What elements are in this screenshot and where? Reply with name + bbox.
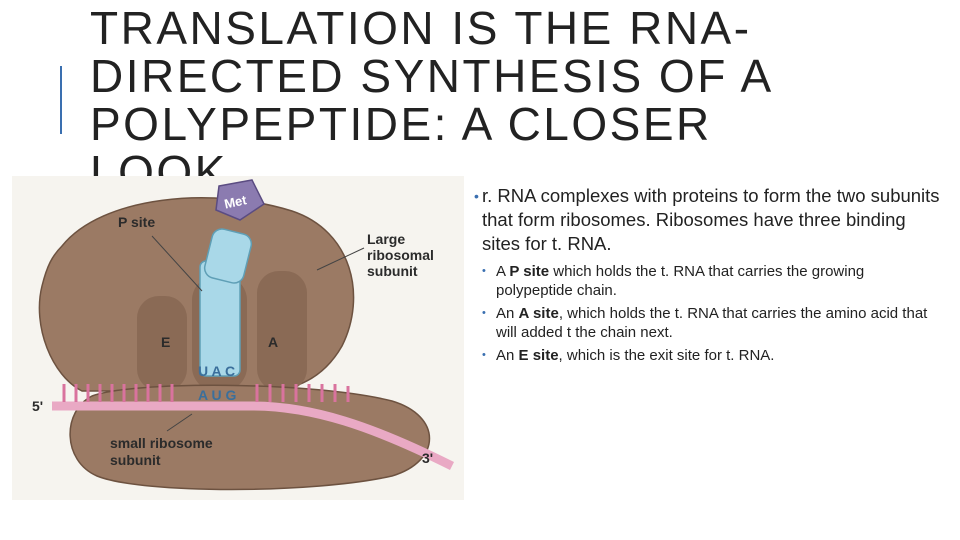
sub-bullet-e-site: • An E site, which is the exit site for … [474,346,944,365]
small-subunit-label-1: small ribosome [110,435,213,451]
three-prime-label: 3' [422,450,433,466]
main-bullet: • r. RNA complexes with proteins to form… [474,184,944,256]
sub-bullet-a-site: • An A site, which holds the t. RNA that… [474,304,944,342]
title-line-1: TRANSLATION IS THE RNA- [90,4,850,52]
title-line-2: DIRECTED SYNTHESIS OF A [90,52,850,100]
large-subunit-label-2: ribosomal [367,247,434,263]
sub-bullet-p-site: • A P site which holds the t. RNA that c… [474,262,944,300]
sub-bullet-dot: • [482,346,486,365]
main-bullet-text: r. RNA complexes with proteins to form t… [482,185,940,254]
ribosome-illustration: Met P site Large ribosomal subunit E A U… [12,176,464,500]
e-site-label: E [161,334,170,350]
title-accent-bar [60,66,62,134]
five-prime-label: 5' [32,398,43,414]
title-line-3: POLYPEPTIDE: A CLOSER [90,100,850,148]
sub-bullet-dot: • [482,262,486,281]
p-site-label: P site [118,214,155,230]
slide-title: TRANSLATION IS THE RNA- DIRECTED SYNTHES… [90,4,850,196]
large-subunit-label-1: Large [367,231,405,247]
sub-bullet-dot: • [482,304,486,323]
codon-label: A U G [198,387,236,403]
a-site-pocket [257,271,307,391]
bullet-dot: • [474,184,479,208]
a-site-label: A [268,334,278,350]
term-a-site: A site [519,305,559,322]
term-p-site: P site [509,263,549,280]
anticodon-label: U A C [198,363,235,379]
large-subunit-label-3: subunit [367,263,418,279]
small-subunit-label-2: subunit [110,452,161,468]
ribosome-figure: Met P site Large ribosomal subunit E A U… [12,176,464,500]
bullet-list: • r. RNA complexes with proteins to form… [474,184,944,369]
term-e-site: E site [519,347,559,364]
